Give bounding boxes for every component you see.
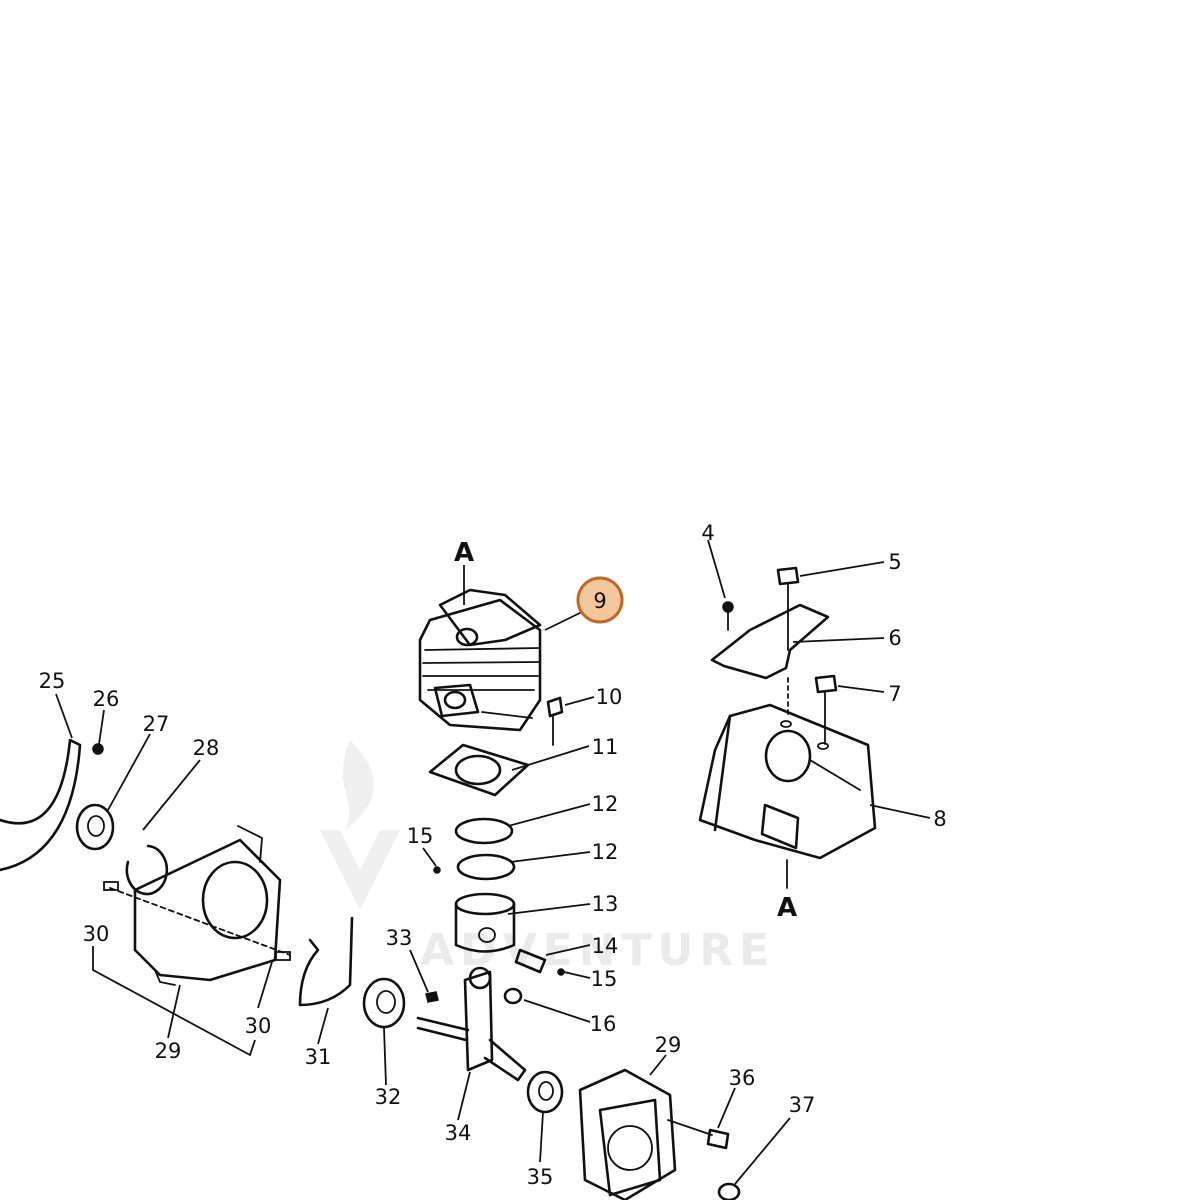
piston-13-drawing [454,892,516,953]
callout-8[interactable]: 8 [933,807,946,831]
crankcase-29-left-drawing [103,825,291,986]
callout-37[interactable]: 37 [789,1093,816,1117]
bolt-5-drawing [776,566,800,651]
highlight-circle[interactable] [576,576,624,624]
callout-36[interactable]: 36 [729,1066,756,1090]
reference-label-a-top: A [454,538,474,568]
highlighted-part-9-marker[interactable]: 9 [576,576,624,624]
leader-lines [55,539,931,1185]
callout-34[interactable]: 34 [445,1121,472,1145]
callout-15-top[interactable]: 15 [407,824,434,848]
crankcase-29-right-drawing [578,1068,677,1200]
seal-27-drawing [75,803,115,851]
gasket-31-drawing [298,916,354,1007]
bolt-10-drawing [546,696,564,746]
callout-29-right[interactable]: 29 [655,1033,682,1057]
bracket-6-drawing [710,601,830,680]
callout-15-bottom[interactable]: 15 [591,967,618,991]
cylinder-drawing [418,588,542,732]
callout-13[interactable]: 13 [592,892,619,916]
callout-30-right[interactable]: 30 [245,1014,272,1038]
callout-25[interactable]: 25 [39,669,66,693]
callout-12-bottom[interactable]: 12 [592,840,619,864]
callout-7[interactable]: 7 [888,682,901,706]
washer-37-drawing [717,1182,741,1200]
key-33-drawing [425,991,439,1003]
callout-labels: A A 4 5 6 7 8 10 11 12 12 13 14 15 15 16… [39,521,947,1189]
cover-25-drawing [0,738,82,872]
screw-26-drawing [92,743,104,755]
callout-14[interactable]: 14 [592,934,619,958]
callout-26[interactable]: 26 [93,687,120,711]
callout-12-top[interactable]: 12 [592,792,619,816]
needle-bearing-16-drawing [503,987,523,1005]
callout-6[interactable]: 6 [888,626,901,650]
callout-35[interactable]: 35 [527,1165,554,1189]
shroud-8-drawing [698,677,877,889]
callout-4[interactable]: 4 [701,521,714,545]
bolt-7-drawing [814,674,838,745]
bearing-32-drawing [362,977,406,1029]
callout-29-left[interactable]: 29 [155,1039,182,1063]
bolt-36-drawing [667,1119,730,1150]
callout-27[interactable]: 27 [143,712,170,736]
bearing-35-drawing [526,1070,564,1114]
callout-32[interactable]: 32 [375,1085,402,1109]
circlip-15-drawing [433,866,565,976]
callout-5[interactable]: 5 [888,550,901,574]
callout-9[interactable]: 9 [593,589,606,613]
callout-31[interactable]: 31 [305,1045,332,1069]
callout-11[interactable]: 11 [592,735,619,759]
callout-30-left[interactable]: 30 [83,922,110,946]
callout-16[interactable]: 16 [590,1012,617,1036]
piston-pin-14-drawing [514,948,547,974]
reference-label-a-bottom: A [777,893,797,923]
crankshaft-34-drawing [416,966,527,1082]
piston-rings-12-drawing [454,817,516,881]
callout-33[interactable]: 33 [386,926,413,950]
callout-28[interactable]: 28 [193,736,220,760]
snap-ring-28-drawing [125,844,169,896]
callout-10[interactable]: 10 [596,685,623,709]
